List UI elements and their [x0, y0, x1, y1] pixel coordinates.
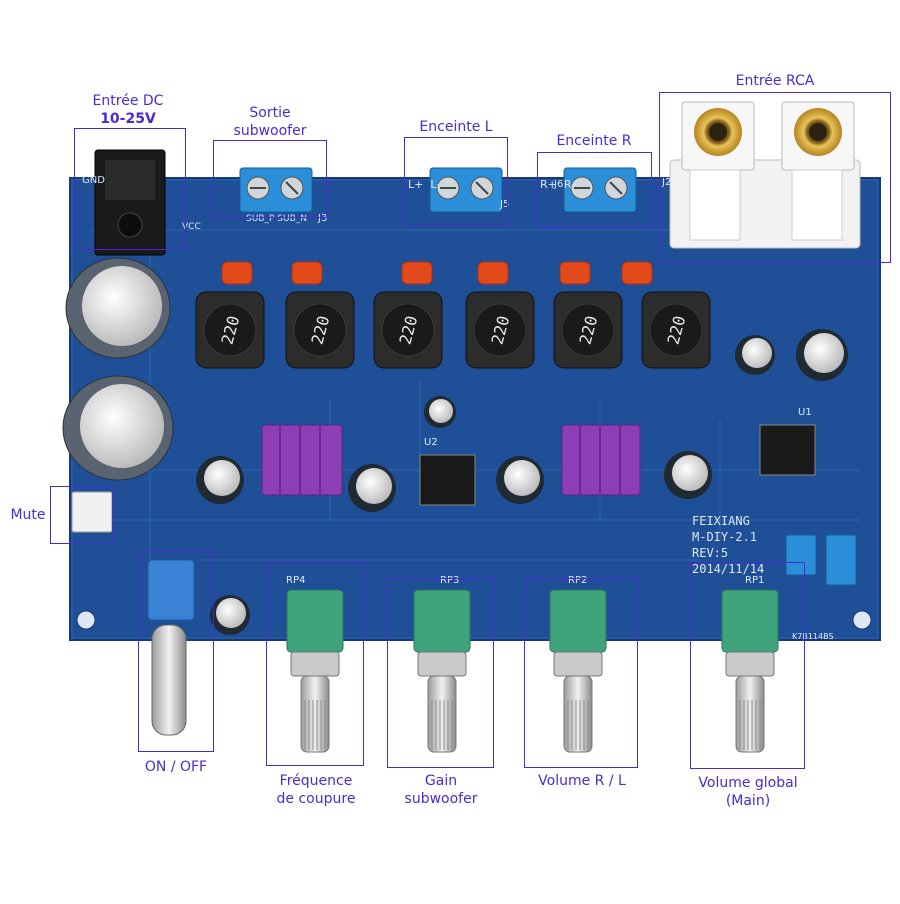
- label-entree-dc-line2: 10-25V: [100, 111, 156, 127]
- label-on-off: ON / OFF: [144, 759, 208, 775]
- terminal-subwoofer: [239, 167, 313, 213]
- heatsinks: [261, 424, 641, 496]
- silk-vcc: VCC: [182, 222, 201, 232]
- potentiometer: [413, 589, 471, 753]
- label-frequence-line2: de coupure: [276, 791, 356, 807]
- silk-batch: K7B114BS: [792, 632, 834, 641]
- silk-rp3: RP3: [440, 575, 460, 586]
- label-frequence: Fréquence de coupure: [260, 772, 372, 808]
- label-volume-global: Volume global (Main): [680, 774, 816, 810]
- op-amp-chips: [419, 424, 816, 506]
- mute-header: [71, 491, 113, 533]
- terminal-enceinte-l: [429, 167, 503, 213]
- label-enceinte-r: Enceinte R: [556, 133, 632, 149]
- silk-model: M-DIY-2.1: [692, 530, 758, 544]
- silk-j5: J5: [500, 199, 510, 210]
- label-volume-global-line1: Volume global: [698, 775, 798, 791]
- dc-jack: [94, 149, 166, 256]
- silk-rp4: RP4: [286, 575, 306, 586]
- label-gain-sub-line2: subwoofer: [404, 791, 478, 807]
- silk-rp1: RP1: [745, 575, 765, 586]
- label-volume-global-line2: (Main): [725, 793, 771, 809]
- silk-terminal-l: L+ L-: [408, 178, 441, 191]
- inductor: 220: [465, 291, 535, 369]
- label-sortie-sub-line2: subwoofer: [233, 123, 307, 139]
- silk-u2: U2: [424, 437, 438, 448]
- trimmers: [785, 534, 857, 586]
- potentiometer: [286, 589, 344, 753]
- inductors: 220 220 220 220 220 220: [195, 291, 711, 369]
- inductor: 220: [641, 291, 711, 369]
- rca-connector: [669, 101, 861, 249]
- silk-u1: U1: [798, 407, 812, 418]
- label-entree-dc: Entrée DC 10-25V: [78, 92, 178, 128]
- silk-j6: J6: [554, 179, 564, 190]
- label-volume-rl: Volume R / L: [538, 773, 626, 789]
- film-capacitors: [221, 261, 653, 285]
- silk-terminal-r: R+ R-: [540, 178, 576, 191]
- label-mute: Mute: [10, 507, 46, 523]
- label-gain-sub-line1: Gain: [424, 773, 458, 789]
- potentiometer: [549, 589, 607, 753]
- label-sortie-sub: Sortie subwoofer: [214, 104, 326, 140]
- silk-j3: J3: [318, 213, 328, 224]
- silk-date: 2014/11/14: [692, 562, 765, 576]
- silk-brand: FEIXIANG: [692, 514, 750, 528]
- big-capacitors: [62, 257, 174, 481]
- label-frequence-line1: Fréquence: [279, 773, 353, 789]
- inductor: 220: [373, 291, 443, 369]
- inductor: 220: [195, 291, 265, 369]
- inductor: 220: [553, 291, 623, 369]
- silk-rp2: RP2: [568, 575, 588, 586]
- silk-gnd: GND: [82, 175, 105, 186]
- label-entree-rca: Entrée RCA: [735, 73, 815, 89]
- label-entree-dc-line1: Entrée DC: [92, 93, 164, 109]
- terminal-enceinte-r: [563, 167, 637, 213]
- silk-terminal-sub: SUB_P SUB_N: [246, 214, 307, 224]
- label-enceinte-l: Enceinte L: [419, 119, 493, 135]
- silk-j2: J2: [662, 177, 672, 188]
- small-capacitors: [196, 329, 848, 635]
- label-gain-sub: Gain subwoofer: [385, 772, 497, 808]
- inductor: 220: [285, 291, 355, 369]
- label-sortie-sub-line1: Sortie: [249, 105, 291, 121]
- toggle-switch: [147, 559, 195, 736]
- silk-rev: REV:5: [692, 546, 729, 560]
- potentiometers: [286, 589, 779, 753]
- potentiometer: [721, 589, 779, 753]
